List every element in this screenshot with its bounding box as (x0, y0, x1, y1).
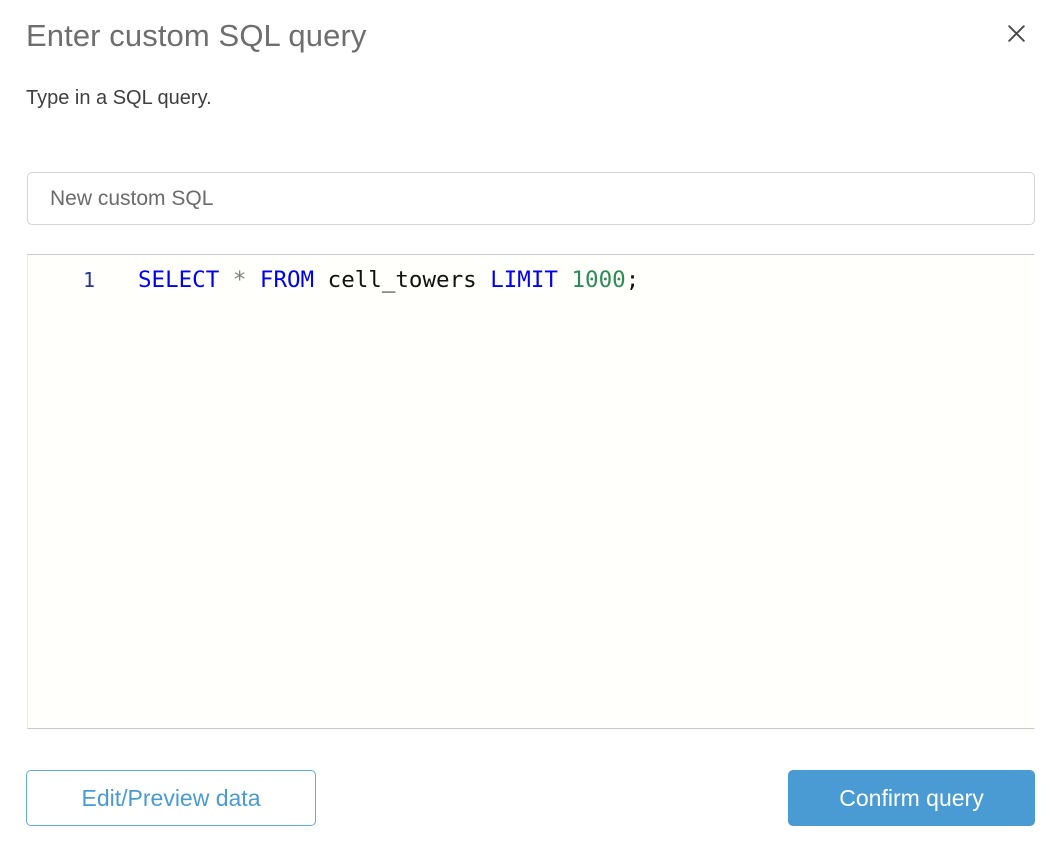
sql-token-keyword: LIMIT (490, 267, 558, 293)
sql-token-plain (219, 267, 233, 293)
dialog-footer: Edit/Preview data Confirm query (0, 770, 1061, 830)
sql-token-plain (477, 267, 491, 293)
sql-token-number: 1000 (571, 267, 626, 293)
dialog-header: Enter custom SQL query (26, 14, 1035, 66)
sql-token-plain (314, 267, 328, 293)
sql-token-plain (246, 267, 260, 293)
edit-preview-data-button[interactable]: Edit/Preview data (26, 770, 316, 826)
confirm-query-button[interactable]: Confirm query (788, 770, 1035, 826)
sql-token-plain (558, 267, 572, 293)
code-line: 1 SELECT * FROM cell_towers LIMIT 1000; (28, 255, 1034, 295)
sql-token-keyword: FROM (259, 267, 315, 293)
dialog-subtitle: Type in a SQL query. (26, 87, 212, 109)
sql-token-operator: * (232, 267, 247, 293)
page-title: Enter custom SQL query (26, 18, 367, 53)
sql-query-text[interactable]: SELECT * FROM cell_towers LIMIT 1000; (95, 265, 1034, 295)
line-number: 1 (82, 268, 95, 292)
close-button[interactable] (1001, 18, 1031, 48)
sql-token-keyword: SELECT (138, 267, 220, 293)
query-name-input[interactable] (27, 172, 1035, 225)
close-icon (1006, 23, 1027, 44)
sql-editor[interactable]: 1 SELECT * FROM cell_towers LIMIT 1000; (27, 254, 1035, 729)
sql-token-punct: ; (625, 267, 640, 293)
sql-token-plain: cell_towers (327, 267, 477, 293)
